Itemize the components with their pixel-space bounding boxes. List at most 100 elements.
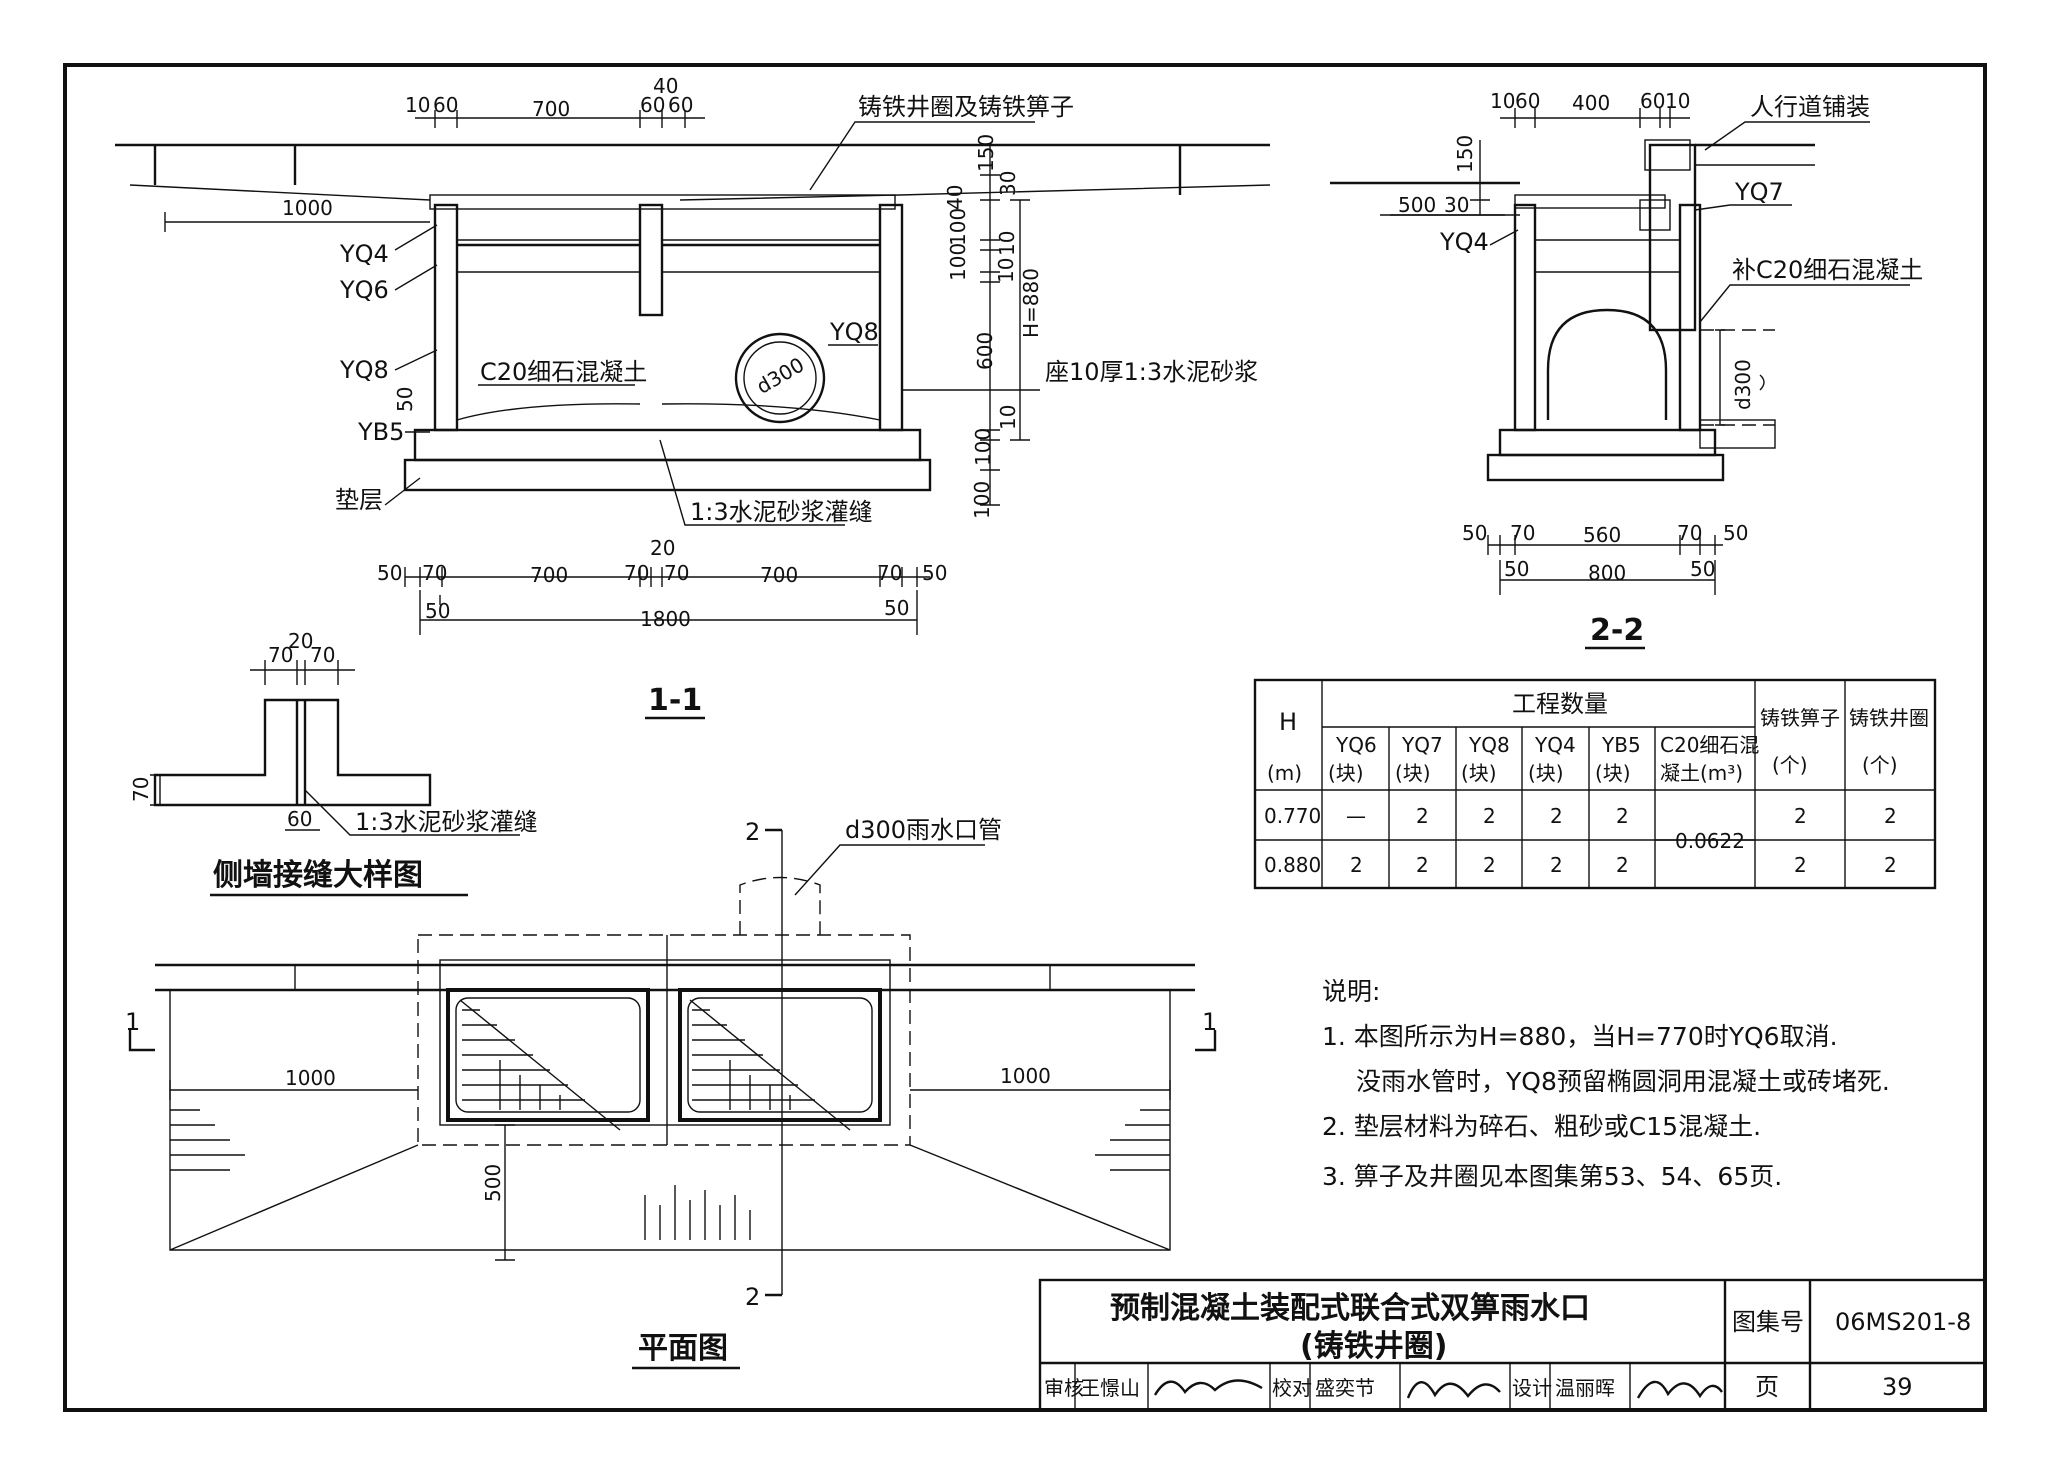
plan-dim-left-1000: 1000: [285, 1066, 336, 1090]
dim-b-700a: 700: [530, 563, 568, 587]
cell-yq8: 2: [1483, 804, 1496, 828]
col-ring: 铸铁井圈: [1849, 706, 1929, 730]
review-signature: [1153, 1379, 1263, 1396]
dim-r-100d: 100: [970, 481, 994, 519]
title-line1: 预制混凝土装配式联合式双箅雨水口: [1110, 1291, 1590, 1326]
cell-yb5: 2: [1616, 804, 1629, 828]
grate-bars-left: [462, 1009, 585, 1110]
plan-dim-500: 500: [481, 1164, 505, 1202]
label-c20: C20细石混凝土: [480, 358, 647, 386]
note-1b: 没雨水管时，YQ8预留椭圆洞用混凝土或砖堵死.: [1356, 1067, 1890, 1096]
label-yq8-right: YQ8: [829, 318, 879, 346]
label-yb5: YB5: [357, 418, 404, 446]
dim-left-1000: 1000: [282, 196, 333, 220]
label-yq6: YQ6: [339, 276, 389, 304]
dim-top-700: 700: [532, 97, 570, 121]
cut-2-bottom: 2: [745, 1283, 760, 1311]
cell-yq8: 2: [1483, 853, 1496, 877]
label-mortar-joint: 1:3水泥砂浆灌缝: [690, 498, 873, 526]
joint-detail-title: 侧墙接缝大样图: [213, 858, 423, 893]
dim-r-150: 150: [974, 134, 998, 172]
joint-detail: 70 20 70 70 60 1:3水泥砂浆灌缝 侧墙接缝大样图: [129, 629, 538, 897]
col-yq6-unit: (块): [1328, 761, 1364, 785]
cut-2-top: 2: [745, 818, 760, 846]
drawing-frame: [63, 63, 1987, 1412]
label-yq8-left: YQ8: [339, 356, 389, 384]
dim-r-30: 30: [996, 171, 1020, 196]
page-number: 39: [1882, 1373, 1913, 1401]
dim-2-b560: 560: [1583, 523, 1621, 547]
dim-top-10: 10: [405, 93, 430, 117]
check-signature: [1406, 1381, 1501, 1399]
dim-2-60a: 60: [1515, 89, 1540, 113]
review-name: 王憬山: [1080, 1376, 1140, 1400]
cell-yq7: 2: [1416, 804, 1429, 828]
dim-b-50d: 50: [884, 596, 909, 620]
table-h-unit: (m): [1267, 761, 1302, 785]
dim-r-100b: 100: [946, 243, 970, 281]
dim-r-600: 600: [973, 332, 997, 370]
dim-top-40: 40: [653, 74, 678, 98]
cell-grate: 2: [1794, 853, 1807, 877]
section-2-2: d300 10 60 400 60 10 人行道铺装 150 500 30 YQ…: [1330, 89, 1923, 650]
cell-yq4: 2: [1550, 853, 1563, 877]
dim-2-400: 400: [1572, 91, 1610, 115]
plan-pipe-label: d300雨水口管: [845, 816, 1002, 844]
joint-dim-20: 20: [288, 629, 313, 653]
table-group-header: 工程数量: [1512, 690, 1608, 718]
joint-dim-70b: 70: [310, 643, 335, 667]
notes: 说明: 1. 本图所示为H=880，当H=770时YQ6取消. 没雨水管时，YQ…: [1322, 977, 1890, 1191]
dim-2-150: 150: [1453, 135, 1477, 173]
cell-h: 0.880: [1264, 853, 1321, 877]
cell-c20-merged: 0.0622: [1675, 829, 1745, 853]
col-yq7-unit: (块): [1395, 761, 1431, 785]
dim-r-10b: 10: [994, 258, 1018, 283]
cell-yq4: 2: [1550, 804, 1563, 828]
dim-2-10a: 10: [1490, 89, 1515, 113]
section-1-1: d300 10 60 700 40 60 60 铸铁井圈及铸铁箅子 1000 Y…: [115, 74, 1271, 720]
cell-yq6: 2: [1350, 853, 1363, 877]
dim-b-20: 20: [650, 536, 675, 560]
dim-2-10b: 10: [1665, 89, 1690, 113]
cut-1-right: 1: [1202, 1008, 1217, 1036]
col-yq4: YQ4: [1534, 733, 1576, 757]
joint-dim-70c: 70: [129, 777, 153, 802]
dim-2-b50d: 50: [1690, 557, 1715, 581]
design-name: 温丽晖: [1555, 1376, 1615, 1400]
section-1-1-title: 1-1: [648, 683, 702, 718]
label-mortar-seat: 座10厚1:3水泥砂浆: [1045, 358, 1258, 386]
dim-b-70d: 70: [877, 561, 902, 585]
col-grate: 铸铁箅子: [1760, 706, 1840, 730]
label-yq7: YQ7: [1734, 178, 1784, 206]
label-50-left: 50: [393, 387, 417, 412]
col-yq6: YQ6: [1335, 733, 1377, 757]
check-label: 校对: [1272, 1376, 1312, 1400]
col-c20: C20细石混: [1660, 733, 1759, 757]
cell-h: 0.770: [1264, 804, 1321, 828]
dim-2-b70a: 70: [1510, 521, 1535, 545]
dim-r-10c: 10: [996, 405, 1020, 430]
design-signature: [1636, 1380, 1723, 1399]
cell-yb5: 2: [1616, 853, 1629, 877]
plan-dim-right-1000: 1000: [1000, 1064, 1051, 1088]
quantity-table: H (m) 工程数量 YQ6 (块) YQ7 (块) YQ8 (块) YQ4 (…: [1253, 678, 1937, 890]
col-yb5-unit: (块): [1595, 761, 1631, 785]
dim-r-10a: 10: [995, 231, 1019, 256]
review-label: 审核: [1044, 1376, 1084, 1400]
note-3: 3. 箅子及井圈见本图集第53、54、65页.: [1322, 1162, 1782, 1191]
plan-title: 平面图: [638, 1331, 728, 1366]
pipe-label-1-1: d300: [752, 352, 808, 398]
check-name: 盛奕节: [1315, 1376, 1375, 1400]
title-line2: (铸铁井圈): [1300, 1329, 1447, 1364]
joint-label: 1:3水泥砂浆灌缝: [355, 808, 538, 836]
cell-ring: 2: [1884, 804, 1897, 828]
col-yq8: YQ8: [1468, 733, 1510, 757]
label-yq4-2-2: YQ4: [1439, 228, 1489, 256]
dim-top-60b: 60: [640, 93, 665, 117]
dim-r-100c: 100: [971, 428, 995, 466]
col-yq8-unit: (块): [1461, 761, 1497, 785]
dim-b-70b: 70: [624, 561, 649, 585]
cut-1-left: 1: [125, 1008, 140, 1036]
dim-b-50b: 50: [922, 561, 947, 585]
col-ring-unit: (个): [1862, 753, 1898, 777]
